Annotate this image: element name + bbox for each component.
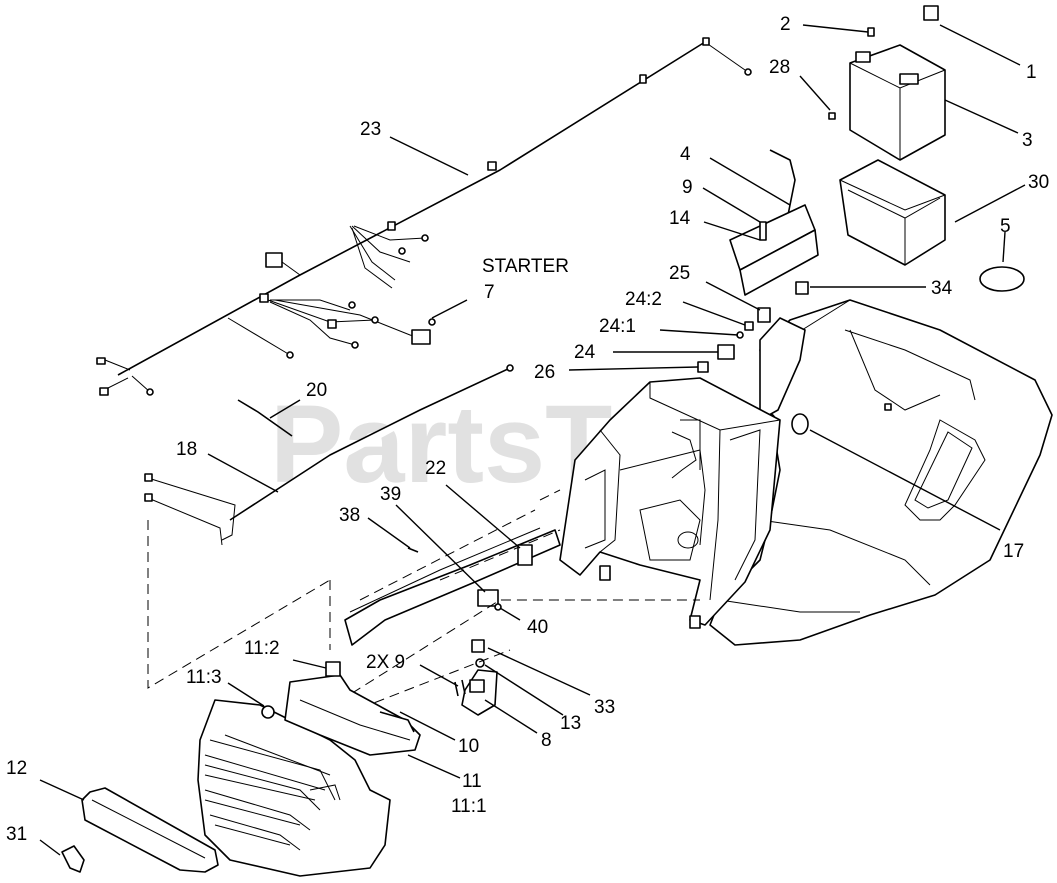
callout-24: 24 [574,342,596,363]
knob-11-3 [261,705,275,719]
callout-14: 14 [669,208,691,229]
clip-11-2 [325,661,341,677]
leader-lines [39,24,1026,856]
callout-10: 10 [458,736,479,757]
part-25 [757,307,771,323]
callout-starter: STARTER [482,256,569,277]
connector-33 [471,639,485,653]
callout-33: 33 [594,697,615,718]
bracket-14 [729,204,819,296]
nut-28 [828,112,836,120]
callout-34: 34 [931,278,953,299]
strip-10 [379,711,415,733]
wire-harness [96,37,752,396]
relay-39 [477,589,499,607]
bumper-12 [81,787,219,873]
callout-4: 4 [680,144,691,165]
callout-11-3: 11:3 [186,667,222,688]
callout-9: 9 [682,177,693,198]
callout-5: 5 [1000,216,1011,237]
decal-31 [61,845,85,873]
callout-28: 28 [769,57,790,78]
callout-20: 20 [306,380,327,401]
screw-40 [494,603,502,611]
callout-40: 40 [527,617,548,638]
callout-8: 8 [541,730,552,751]
callout-3: 3 [1022,130,1033,151]
callout-13: 13 [560,713,581,734]
callout-24-2: 24:2 [625,289,662,310]
plug-5 [979,266,1025,292]
screw-38 [407,547,419,553]
callout-38: 38 [339,505,360,526]
rear-housing [559,377,781,629]
part-24 [717,344,735,360]
callout-12: 12 [6,758,27,779]
assembly-outline [147,520,331,689]
part-24-2 [744,321,754,331]
callout-25: 25 [669,263,690,284]
callout-17: 17 [1003,541,1024,562]
callout-26: 26 [534,362,555,383]
callout-11: 11 [462,771,482,792]
callout-11-2: 11:2 [244,638,280,659]
callout-2: 2 [780,14,791,35]
callout-7: 7 [484,282,495,303]
fender-body [709,299,1053,646]
callout-24-1: 24:1 [599,316,636,337]
part-26 [697,361,709,373]
callout-31: 31 [6,824,27,845]
callout-18: 18 [176,439,197,460]
bracket-22 [517,544,533,566]
callout-1: 1 [1026,62,1037,83]
wire-18 [144,364,514,546]
solenoid-8 [461,669,498,716]
bolt-2 [867,27,875,37]
hood [197,699,391,877]
callout-labels: 1 2 28 3 4 9 14 30 5 25 34 24:2 24:1 24 … [6,14,1049,845]
callout-30: 30 [1028,172,1049,193]
callout-23: 23 [360,119,381,140]
callout-2x9: 2X 9 [366,652,405,673]
callout-11-1: 11:1 [451,796,487,817]
callout-22: 22 [425,458,446,479]
callout-39: 39 [380,484,401,505]
part-34 [795,281,809,295]
battery-tray [839,159,946,266]
hood-bracket-11 [284,674,421,756]
wire-20 [237,399,293,437]
battery [849,44,946,161]
terminal-cover-1 [923,5,939,21]
